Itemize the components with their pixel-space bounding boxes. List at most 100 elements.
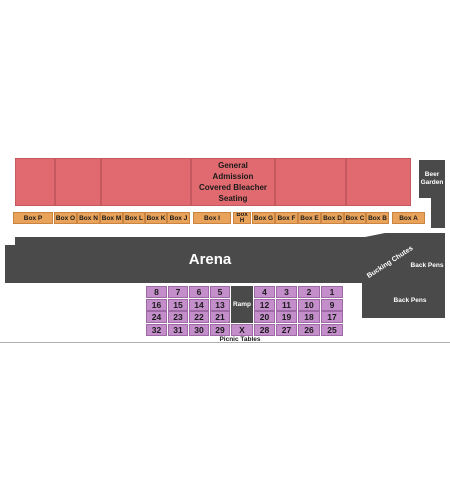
seat-28[interactable]: 28 (254, 324, 275, 336)
seat-27[interactable]: 27 (276, 324, 297, 336)
beer-garden[interactable]: Beer Garden (419, 160, 445, 198)
box-p[interactable]: Box P (13, 212, 53, 224)
seat-31[interactable]: 31 (168, 324, 188, 336)
seat-7[interactable]: 7 (168, 286, 188, 298)
seat-18[interactable]: 18 (298, 311, 320, 323)
back-pens-upper[interactable]: Back Pens (408, 259, 446, 271)
seat-31-label: 31 (173, 325, 183, 335)
general-admission-covered-bleacher[interactable]: General Admission Covered Bleacher Seati… (191, 158, 275, 206)
seat-13[interactable]: 13 (210, 299, 230, 311)
box-d-label: Box D (323, 214, 342, 222)
ramp[interactable]: Ramp (231, 286, 253, 323)
box-j-label: Box J (169, 214, 188, 222)
seat-5[interactable]: 5 (210, 286, 230, 298)
box-g[interactable]: Box G (252, 212, 275, 224)
seat-32[interactable]: 32 (146, 324, 167, 336)
seat-6[interactable]: 6 (189, 286, 209, 298)
box-j[interactable]: Box J (167, 212, 190, 224)
site-divider-line (0, 342, 450, 343)
seat-30[interactable]: 30 (189, 324, 209, 336)
seat-4-label: 4 (262, 287, 267, 297)
bleacher-label-line-2: Admission (212, 172, 254, 181)
box-h[interactable]: Box H (233, 212, 251, 224)
box-e[interactable]: Box E (298, 212, 321, 224)
bleacher-label-line-1: General (218, 161, 248, 170)
bleacher-section-5[interactable] (275, 158, 346, 206)
seat-12-label: 12 (259, 300, 270, 310)
bleacher-label-line-4: Seating (218, 194, 248, 203)
seat-14[interactable]: 14 (189, 299, 209, 311)
seat-24[interactable]: 24 (146, 311, 167, 323)
seat-19[interactable]: 19 (276, 311, 297, 323)
seat-21-label: 21 (215, 312, 225, 322)
seat-15-label: 15 (173, 300, 183, 310)
bleacher-section-3[interactable] (101, 158, 191, 206)
box-n[interactable]: Box N (77, 212, 100, 224)
seat-10[interactable]: 10 (298, 299, 320, 311)
box-a[interactable]: Box A (392, 212, 425, 224)
seat-1[interactable]: 1 (321, 286, 343, 298)
seat-29-label: 29 (215, 325, 225, 335)
box-i[interactable]: Box I (193, 212, 231, 224)
bleacher-label-line-3: Covered Bleacher (198, 183, 268, 192)
back-pens-upper-label: Back Pens (410, 261, 444, 269)
box-n-label: Box N (79, 214, 98, 222)
seat-23[interactable]: 23 (168, 311, 188, 323)
bleacher-section-1[interactable] (15, 158, 55, 206)
seat-22-label: 22 (194, 312, 204, 322)
seat-x-label: X (239, 325, 245, 335)
seat-8[interactable]: 8 (146, 286, 167, 298)
picnic-tables-label: Picnic Tables (210, 336, 270, 343)
ramp-label: Ramp (232, 301, 252, 308)
box-l-label: Box L (124, 214, 144, 222)
box-o[interactable]: Box O (54, 212, 77, 224)
seat-14-label: 14 (194, 300, 204, 310)
seat-26[interactable]: 26 (298, 324, 320, 336)
seat-16[interactable]: 16 (146, 299, 167, 311)
seat-16-label: 16 (151, 300, 162, 310)
seat-9[interactable]: 9 (321, 299, 343, 311)
back-pens-lower[interactable]: Back Pens (385, 294, 435, 306)
seat-17[interactable]: 17 (321, 311, 343, 323)
arena-label: Arena (188, 250, 232, 268)
box-c[interactable]: Box C (344, 212, 366, 224)
box-g-label: Box G (253, 214, 274, 222)
back-pens-lower-label: Back Pens (393, 296, 427, 304)
seat-17-label: 17 (327, 312, 337, 322)
seat-20-label: 20 (259, 312, 270, 322)
seat-7-label: 7 (175, 287, 181, 297)
seat-12[interactable]: 12 (254, 299, 275, 311)
arena[interactable]: Arena (150, 246, 270, 272)
seat-x[interactable]: X (231, 324, 253, 336)
seat-29[interactable]: 29 (210, 324, 230, 336)
seat-1-label: 1 (329, 287, 335, 297)
seat-3[interactable]: 3 (276, 286, 297, 298)
arena-polygon (5, 233, 445, 318)
seat-19-label: 19 (281, 312, 292, 322)
seat-22[interactable]: 22 (189, 311, 209, 323)
seat-10-label: 10 (304, 300, 314, 310)
seat-18-label: 18 (304, 312, 314, 322)
box-d[interactable]: Box D (321, 212, 344, 224)
seat-11[interactable]: 11 (276, 299, 297, 311)
seat-21[interactable]: 21 (210, 311, 230, 323)
seat-20[interactable]: 20 (254, 311, 275, 323)
seat-4[interactable]: 4 (254, 286, 275, 298)
box-b[interactable]: Box B (366, 212, 389, 224)
bleacher-section-6[interactable] (346, 158, 411, 206)
box-k-label: Box K (146, 214, 166, 222)
box-a-label: Box A (399, 214, 418, 222)
box-f[interactable]: Box F (275, 212, 298, 224)
seat-15[interactable]: 15 (168, 299, 188, 311)
box-l[interactable]: Box L (123, 212, 145, 224)
seat-3-label: 3 (284, 287, 289, 297)
seat-2-label: 2 (306, 287, 312, 297)
seat-2[interactable]: 2 (298, 286, 320, 298)
box-m[interactable]: Box M (100, 212, 123, 224)
bleacher-section-2[interactable] (55, 158, 101, 206)
seat-25[interactable]: 25 (321, 324, 343, 336)
box-k[interactable]: Box K (145, 212, 167, 224)
seat-23-label: 23 (173, 312, 183, 322)
seat-9-label: 9 (329, 300, 335, 310)
